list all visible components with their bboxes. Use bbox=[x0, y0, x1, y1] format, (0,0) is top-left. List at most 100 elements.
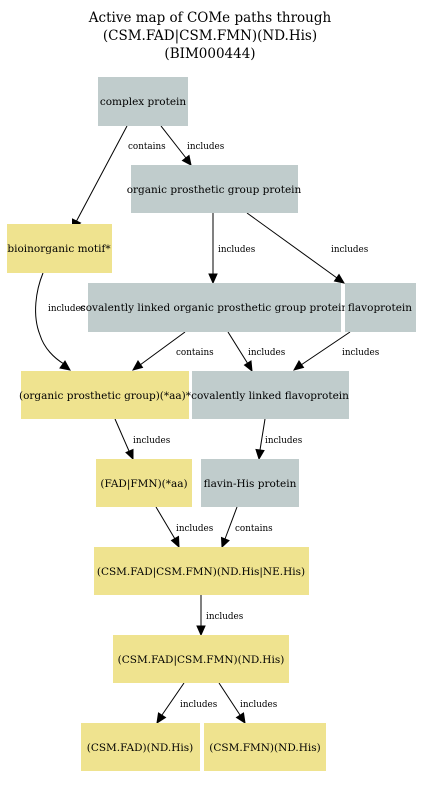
node-box bbox=[88, 283, 341, 332]
node-csm-fad-fmn-nd-ne-his[interactable]: (CSM.FAD|CSM.FMN)(ND.His|NE.His) bbox=[94, 547, 309, 595]
node-box bbox=[192, 371, 349, 419]
node-label: (organic prosthetic group)(*aa)* bbox=[19, 390, 192, 402]
edge-line bbox=[300, 331, 351, 366]
edge-label: includes bbox=[176, 524, 214, 534]
edge-line bbox=[224, 506, 238, 540]
edge-covalently-linked-flavoprotein-to-flavin-his-protein: includes bbox=[255, 418, 303, 461]
node-label: bioinorganic motif* bbox=[7, 243, 111, 255]
node-label: (CSM.FAD|CSM.FMN)(ND.His|NE.His) bbox=[97, 566, 305, 579]
node-box bbox=[113, 635, 289, 683]
node-label: (CSM.FAD)(ND.His) bbox=[87, 742, 194, 754]
edge-label: includes bbox=[342, 348, 380, 358]
edge-organic-prosthetic-group-aa-to-fad-fmn-aa: includes bbox=[114, 418, 171, 461]
edge-label: includes bbox=[180, 700, 218, 710]
nodes: complex protein organic prosthetic group… bbox=[7, 77, 416, 771]
arrowhead bbox=[131, 360, 144, 371]
edge-flavoprotein-to-covalently-linked-flavoprotein: includes bbox=[292, 331, 380, 371]
arrowhead bbox=[196, 625, 206, 637]
edge-flavin-his-protein-to-csm-nd-ne-his: contains bbox=[220, 506, 273, 549]
edge-organic-prosthetic-group-protein-to-covalently-linked: includes bbox=[208, 213, 256, 285]
edge-label: includes bbox=[265, 436, 303, 446]
diagram-title: Active map of COMe paths through (CSM.FA… bbox=[88, 10, 332, 62]
edge-line bbox=[259, 418, 266, 451]
edge-label: contains bbox=[176, 348, 214, 358]
node-fad-fmn-aa[interactable]: (FAD|FMN)(*aa) bbox=[96, 459, 192, 507]
edge-label: includes bbox=[48, 304, 86, 314]
edge-label: includes bbox=[218, 245, 256, 255]
node-label: covalently linked organic prosthetic gro… bbox=[80, 302, 349, 314]
edge-label: includes bbox=[133, 436, 171, 446]
node-box bbox=[204, 723, 326, 771]
title-line-3: (BIM000444) bbox=[164, 46, 255, 62]
edge-fad-fmn-aa-to-csm-nd-ne-his: includes bbox=[155, 506, 214, 549]
edge-label: includes bbox=[331, 245, 369, 255]
node-organic-prosthetic-group-aa[interactable]: (organic prosthetic group)(*aa)* bbox=[19, 371, 192, 419]
edge-csm-nd-ne-his-to-csm-nd-his: includes bbox=[196, 595, 244, 637]
node-box bbox=[98, 77, 188, 126]
node-box bbox=[201, 459, 299, 507]
edge-line bbox=[35, 272, 65, 365]
arrowhead bbox=[125, 448, 134, 461]
title-line-2: (CSM.FAD|CSM.FMN)(ND.His) bbox=[103, 28, 317, 44]
node-label: (FAD|FMN)(*aa) bbox=[100, 478, 187, 491]
edges: contains includes includes includes incl… bbox=[35, 125, 380, 725]
arrowhead bbox=[220, 536, 230, 549]
node-box bbox=[345, 283, 416, 332]
node-label: covalently linked flavoprotein bbox=[191, 390, 349, 402]
node-label: organic prosthetic group protein bbox=[127, 184, 302, 196]
node-label: complex protein bbox=[100, 96, 187, 108]
arrowhead bbox=[181, 154, 192, 166]
node-box bbox=[131, 165, 298, 213]
edge-line bbox=[160, 125, 187, 159]
edge-line bbox=[227, 331, 249, 365]
node-label: (CSM.FMN)(ND.His) bbox=[209, 742, 320, 754]
arrowhead bbox=[333, 273, 346, 284]
arrowhead bbox=[59, 360, 71, 371]
node-complex-protein[interactable]: complex protein bbox=[98, 77, 188, 126]
node-box bbox=[81, 723, 200, 771]
edge-label: contains bbox=[128, 142, 166, 152]
node-csm-fad-fmn-nd-his[interactable]: (CSM.FAD|CSM.FMN)(ND.His) bbox=[113, 635, 289, 683]
edge-line bbox=[114, 418, 130, 452]
arrowhead bbox=[156, 712, 167, 725]
node-label: flavin-His protein bbox=[204, 478, 297, 490]
title-line-1: Active map of COMe paths through bbox=[88, 10, 332, 26]
edge-complex-protein-to-organic-prosthetic-group-protein: includes bbox=[160, 125, 225, 166]
edge-organic-prosthetic-group-protein-to-flavoprotein: includes bbox=[246, 212, 369, 284]
edge-line bbox=[75, 125, 128, 223]
node-flavoprotein[interactable]: flavoprotein bbox=[345, 283, 416, 332]
node-box bbox=[96, 459, 192, 507]
node-csm-fad-nd-his[interactable]: (CSM.FAD)(ND.His) bbox=[81, 723, 200, 771]
edge-label: includes bbox=[206, 612, 244, 622]
node-organic-prosthetic-group-protein[interactable]: organic prosthetic group protein bbox=[127, 165, 302, 213]
node-flavin-his-protein[interactable]: flavin-His protein bbox=[201, 459, 299, 507]
edge-line bbox=[161, 682, 185, 716]
node-box bbox=[7, 224, 112, 273]
node-box bbox=[94, 547, 309, 595]
arrowhead bbox=[243, 360, 253, 373]
edge-label: includes bbox=[248, 348, 286, 358]
edge-line bbox=[246, 212, 338, 279]
edge-line bbox=[155, 506, 176, 540]
node-label: flavoprotein bbox=[348, 302, 412, 314]
edge-csm-nd-his-to-csm-fad-nd-his: includes bbox=[156, 682, 218, 725]
node-label: (CSM.FAD|CSM.FMN)(ND.His) bbox=[118, 654, 285, 667]
edge-covalently-linked-to-organic-prosthetic-group-aa: contains bbox=[131, 331, 214, 371]
edge-covalently-linked-to-covalently-linked-flavoprotein: includes bbox=[227, 331, 286, 373]
edge-line bbox=[139, 331, 186, 366]
edge-line bbox=[218, 682, 241, 716]
node-csm-fmn-nd-his[interactable]: (CSM.FMN)(ND.His) bbox=[204, 723, 326, 771]
arrowhead bbox=[170, 535, 180, 549]
edge-label: contains bbox=[235, 524, 273, 534]
edge-label: includes bbox=[240, 700, 278, 710]
arrowhead bbox=[255, 448, 265, 461]
node-bioinorganic-motif[interactable]: bioinorganic motif* bbox=[7, 224, 112, 273]
node-covalently-linked-flavoprotein[interactable]: covalently linked flavoprotein bbox=[191, 371, 349, 419]
arrowhead bbox=[235, 712, 246, 725]
arrowhead bbox=[292, 360, 305, 371]
arrowhead bbox=[208, 273, 218, 285]
node-covalently-linked-organic-prosthetic-group-protein[interactable]: covalently linked organic prosthetic gro… bbox=[80, 283, 349, 332]
edge-csm-nd-his-to-csm-fmn-nd-his: includes bbox=[218, 682, 278, 725]
edge-label: includes bbox=[187, 142, 225, 152]
